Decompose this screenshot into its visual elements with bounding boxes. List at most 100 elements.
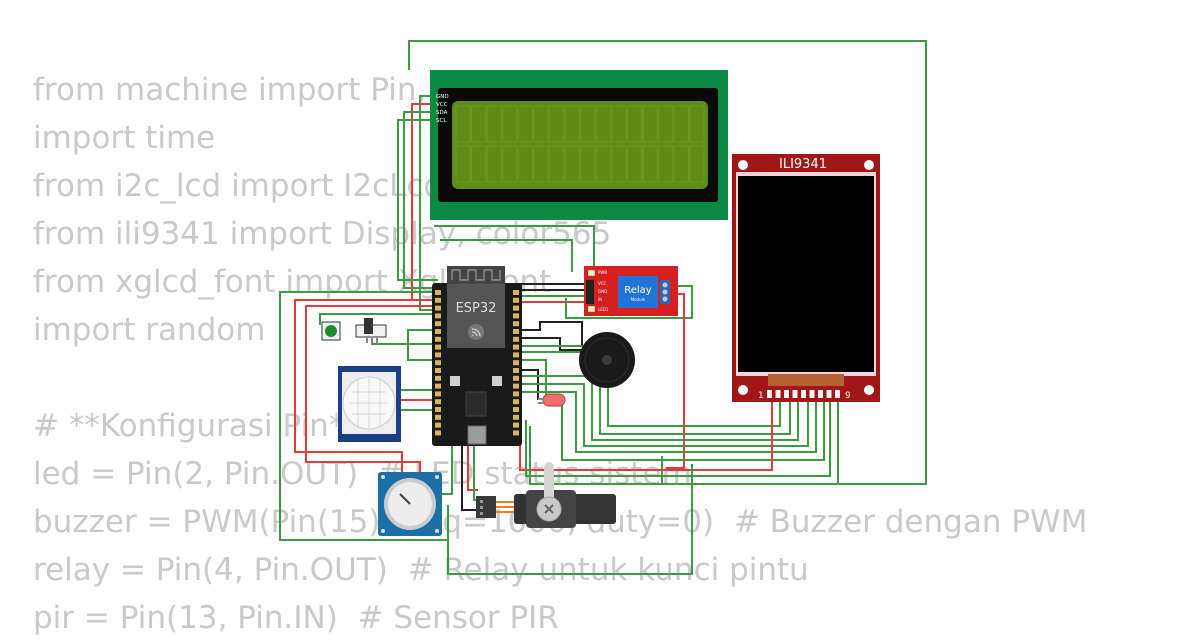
esp32-pin <box>435 422 441 428</box>
relay-screw <box>662 296 668 302</box>
esp32-button[interactable] <box>450 376 460 386</box>
lcd-char-cell <box>533 145 549 183</box>
mount-hole <box>738 385 748 395</box>
esp32-pin <box>435 352 441 358</box>
pir-sensor[interactable] <box>338 366 401 442</box>
servo-horn-icon[interactable] <box>536 462 562 522</box>
tft-pin <box>826 390 832 398</box>
esp32-pin <box>435 375 441 381</box>
esp32-pin <box>435 305 441 311</box>
wire <box>434 225 595 282</box>
wire <box>518 391 817 453</box>
potentiometer[interactable] <box>378 472 442 536</box>
wire <box>419 95 438 311</box>
wire <box>565 285 693 319</box>
mount-hole <box>864 385 874 395</box>
led-icon[interactable] <box>538 393 566 407</box>
lcd-char-cell <box>580 145 596 183</box>
tft-pin-end-label: 9 <box>845 391 851 401</box>
esp32-chip <box>465 391 487 417</box>
wire <box>447 464 693 575</box>
esp32-pin <box>513 422 519 428</box>
buzzer-icon[interactable] <box>579 332 635 388</box>
servo-motor[interactable] <box>476 462 616 528</box>
lcd-char-cell <box>517 145 533 183</box>
wire <box>518 351 791 435</box>
relay-sublabel: Module <box>631 297 646 302</box>
wire <box>666 293 685 469</box>
esp32-pin <box>435 430 441 436</box>
esp32-pin <box>513 313 519 319</box>
lcd-char-cell <box>580 105 596 143</box>
wire <box>518 345 781 427</box>
lcd-char-cell <box>502 145 518 183</box>
relay-pin-label: IN <box>598 297 602 302</box>
esp32-pin-headers <box>435 290 519 436</box>
lcd-module[interactable]: GND VCC SDA SCL <box>430 70 728 220</box>
lcd-char-cell <box>595 105 611 143</box>
lcd-char-cell <box>642 145 658 183</box>
tft-display[interactable]: ILI9341 1 9 <box>732 154 880 402</box>
esp32-pin <box>513 414 519 420</box>
relay-led <box>587 269 596 277</box>
tft-pin-start-label: 1 <box>758 391 764 401</box>
wire <box>518 359 547 398</box>
esp32-pin <box>513 399 519 405</box>
antenna-trace <box>451 269 501 281</box>
wire <box>279 291 449 541</box>
wire <box>518 337 582 351</box>
esp32-pin <box>513 368 519 373</box>
wire <box>461 440 478 511</box>
esp32-pin <box>513 305 519 311</box>
esp32-pin <box>513 383 519 389</box>
lcd-pin-labels: GND VCC SDA SCL <box>436 94 449 124</box>
lcd-char-cell <box>658 145 674 183</box>
lcd-char-cell <box>455 105 471 143</box>
esp32-pin <box>435 344 441 350</box>
esp32-pin <box>513 375 519 381</box>
esp32-pin <box>435 321 441 327</box>
esp32-pin <box>435 399 441 405</box>
lcd-char-grid <box>455 105 705 183</box>
esp32-pin <box>513 407 519 412</box>
esp32-pin <box>435 383 441 389</box>
slide-switch-icon[interactable] <box>355 318 387 343</box>
relay-screw <box>662 282 668 288</box>
esp32-board[interactable]: ESP32 <box>432 266 522 446</box>
esp32-button[interactable] <box>492 376 502 386</box>
lcd-pin-label: GND <box>436 94 449 100</box>
relay-pin-label: LED1 <box>598 307 609 312</box>
lcd-char-cell <box>627 105 643 143</box>
code-line: relay = Pin(4, Pin.OUT) # Relay untuk ku… <box>33 552 809 588</box>
code-line: import random <box>33 312 266 348</box>
esp32-pin <box>513 344 519 350</box>
wire <box>525 398 831 477</box>
relay-led <box>587 305 596 313</box>
wire <box>407 329 440 361</box>
pushbutton-icon[interactable] <box>321 321 341 341</box>
tft-pin <box>775 390 781 398</box>
esp32-pin <box>513 297 519 303</box>
lcd-char-cell <box>673 145 689 183</box>
wire <box>403 111 438 289</box>
lcd-char-cell <box>502 105 518 143</box>
lcd-char-cell <box>471 105 487 143</box>
esp32-pin <box>435 368 441 373</box>
wire <box>529 398 839 485</box>
wire <box>518 369 539 400</box>
wires <box>279 40 927 575</box>
usb-port <box>467 425 487 445</box>
lcd-char-cell <box>471 145 487 183</box>
esp32-pin <box>513 391 519 397</box>
wire <box>397 119 438 281</box>
tft-pin-header <box>767 390 840 398</box>
wire <box>319 313 438 325</box>
lcd-char-cell <box>455 145 471 183</box>
tft-title: ILI9341 <box>779 157 827 172</box>
relay-pin-label: VCC <box>598 281 607 286</box>
relay-module[interactable]: Relay Module PWR VCC GND IN LED1 <box>584 266 678 316</box>
wire <box>518 383 809 447</box>
lcd-pin-label: SCL <box>436 118 447 124</box>
tft-pin <box>801 390 806 398</box>
lcd-char-cell <box>611 105 627 143</box>
